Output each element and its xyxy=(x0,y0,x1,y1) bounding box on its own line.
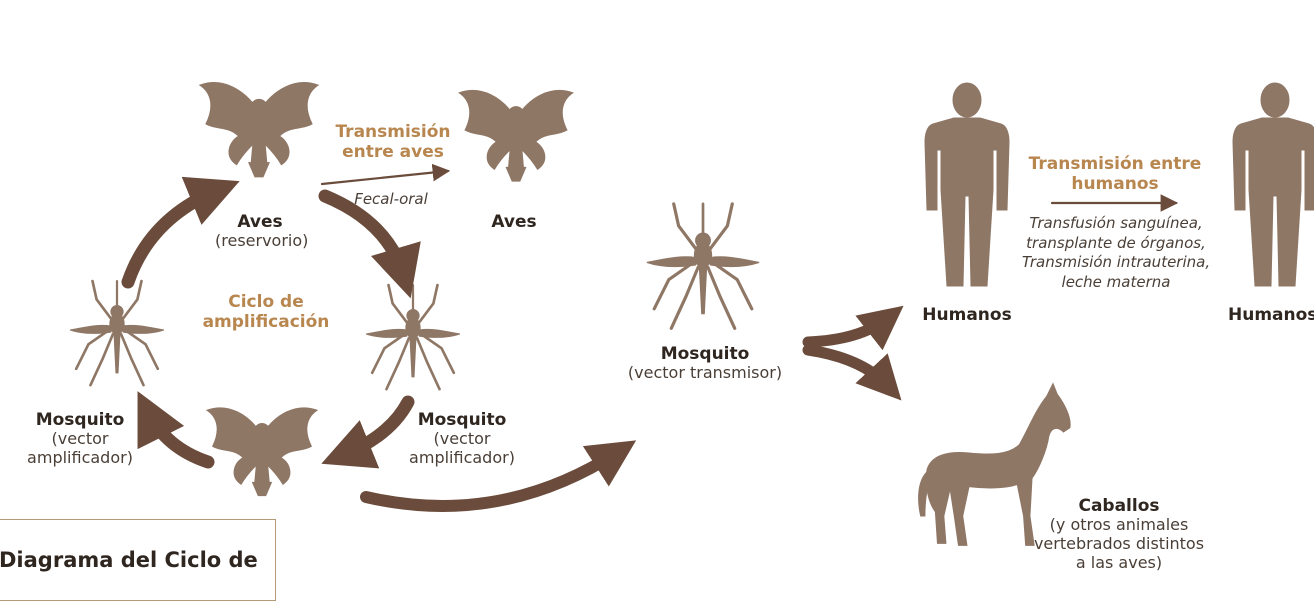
arrow-mosquito-to-bird xyxy=(128,190,218,282)
human-transmission-title-2: humanos xyxy=(1005,174,1225,194)
bird-transmission-route: Fecal-oral xyxy=(336,190,446,210)
bird-transmission-title-2: entre aves xyxy=(318,142,468,162)
birds-right-label: Aves xyxy=(469,212,559,232)
eagle-icon-right xyxy=(459,90,573,181)
mosquito-right-label: Mosquito xyxy=(382,410,542,430)
diagram-caption: Diagrama del Ciclo de xyxy=(0,548,258,572)
birds-top-sublabel: (reservorio) xyxy=(215,232,305,251)
mosquito-transmitter-sublabel: (vector transmisor) xyxy=(600,364,810,383)
human-route-2: transplante de órganos, xyxy=(996,234,1236,254)
horses-label: Caballos xyxy=(1006,496,1232,516)
eagle-icon-bottom xyxy=(207,408,317,496)
human-icon-right xyxy=(1233,83,1314,286)
mosquito-icon-left xyxy=(70,281,164,385)
caption-box: Diagrama del Ciclo de xyxy=(0,519,276,601)
mosquito-right-line-1: (vector xyxy=(382,430,542,449)
bird-transmission-title-1: Transmisión xyxy=(318,122,468,142)
west-nile-cycle-diagram: Aves (reservorio) Aves Transmisión entre… xyxy=(0,0,1314,584)
human-transmission-routes: Transfusión sanguínea, transplante de ór… xyxy=(996,214,1236,292)
mosquito-left-line-1: (vector xyxy=(0,430,160,449)
horses-line-2: vertebrados distintos xyxy=(1006,535,1232,554)
arrow-bird-transmission xyxy=(322,171,448,184)
humans-left-label: Humanos xyxy=(912,305,1022,325)
birds-top-label: Aves xyxy=(215,212,305,232)
human-route-4: leche materna xyxy=(996,273,1236,293)
mosquito-transmitter-label-group: Mosquito (vector transmisor) xyxy=(600,344,810,383)
human-transmission-title-1: Transmisión entre xyxy=(1005,154,1225,174)
humans-right-label: Humanos xyxy=(1228,305,1314,325)
mosquito-right-label-group: Mosquito (vector amplificador) xyxy=(382,410,542,468)
horses-line-1: (y otros animales xyxy=(1006,516,1232,535)
mosquito-left-line-2: amplificador) xyxy=(0,449,160,468)
amplification-cycle-line-1: Ciclo de xyxy=(191,292,341,312)
amplification-cycle-group: Ciclo de amplificación xyxy=(191,292,341,333)
mosquito-left-label-group: Mosquito (vector amplificador) xyxy=(0,410,160,468)
mosquito-icon-transmitter xyxy=(647,204,759,328)
birds-right-label-group: Aves xyxy=(469,212,559,232)
horses-label-group: Caballos (y otros animales vertebrados d… xyxy=(1006,496,1232,573)
horses-line-3: a las aves) xyxy=(1006,554,1232,573)
mosquito-icon-right xyxy=(366,285,460,389)
arrow-to-horses xyxy=(808,350,888,386)
human-route-1: Transfusión sanguínea, xyxy=(996,214,1236,234)
human-transmission-group: Transmisión entre humanos xyxy=(1005,154,1225,195)
amplification-cycle-line-2: amplificación xyxy=(191,312,341,332)
mosquito-transmitter-label: Mosquito xyxy=(600,344,810,364)
eagle-icon-top xyxy=(200,83,318,177)
mosquito-right-line-2: amplificador) xyxy=(382,449,542,468)
bird-transmission-group: Transmisión entre aves xyxy=(318,122,468,163)
birds-top-label-group: Aves (reservorio) xyxy=(215,212,305,251)
human-route-3: Transmisión intrauterina, xyxy=(996,253,1236,273)
arrow-to-humans xyxy=(808,318,888,342)
mosquito-left-label: Mosquito xyxy=(0,410,160,430)
